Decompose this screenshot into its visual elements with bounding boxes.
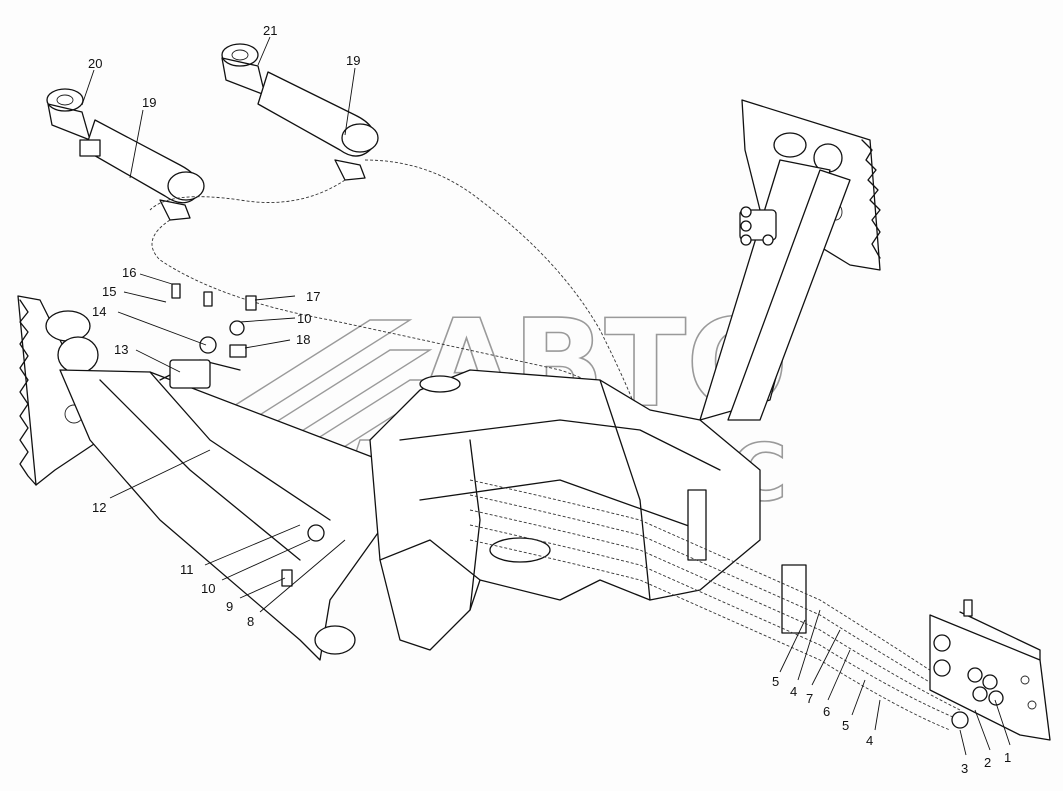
- leader-lines: [81, 36, 1011, 756]
- callout-12: 12: [92, 500, 106, 515]
- callout-17: 17: [306, 289, 320, 304]
- callout-5-lower: 5: [842, 718, 849, 733]
- callout-10-lower: 10: [201, 581, 215, 596]
- callout-9: 9: [226, 599, 233, 614]
- callout-13: 13: [114, 342, 128, 357]
- callout-labels: 1 2 3 4 4 5 5 6 7 8 9 10 10 11 12 13 14 …: [88, 23, 1011, 776]
- hydraulic-hoses-upper: [149, 159, 641, 421]
- hydraulic-cylinder-right: [221, 43, 379, 181]
- right-mounting-bracket: [699, 99, 881, 421]
- callout-11: 11: [180, 562, 194, 577]
- callout-4-upper: 4: [790, 684, 797, 699]
- callout-3: 3: [961, 761, 968, 776]
- callout-16: 16: [122, 265, 136, 280]
- callout-10-upper: 10: [297, 311, 311, 326]
- callout-1: 1: [1004, 750, 1011, 765]
- callout-15: 15: [102, 284, 116, 299]
- fittings-group: [171, 283, 325, 587]
- callout-18: 18: [296, 332, 310, 347]
- callout-20: 20: [88, 56, 102, 71]
- callout-5-upper: 5: [772, 674, 779, 689]
- callout-4-lower: 4: [866, 733, 873, 748]
- callout-21: 21: [263, 23, 277, 38]
- left-mounting-bracket: [17, 295, 101, 486]
- valve-block: [929, 599, 1051, 741]
- valve-block-top: [739, 206, 777, 246]
- callout-7: 7: [806, 691, 813, 706]
- left-boom-arm: [59, 359, 381, 661]
- central-frame: [369, 369, 807, 651]
- callout-8: 8: [247, 614, 254, 629]
- hydraulic-hoses-lower: [469, 479, 961, 731]
- callout-2: 2: [984, 755, 991, 770]
- hydraulic-cylinder-left: [46, 88, 205, 221]
- callout-6: 6: [823, 704, 830, 719]
- callout-19-left: 19: [142, 95, 156, 110]
- callout-14: 14: [92, 304, 106, 319]
- callout-19-right: 19: [346, 53, 360, 68]
